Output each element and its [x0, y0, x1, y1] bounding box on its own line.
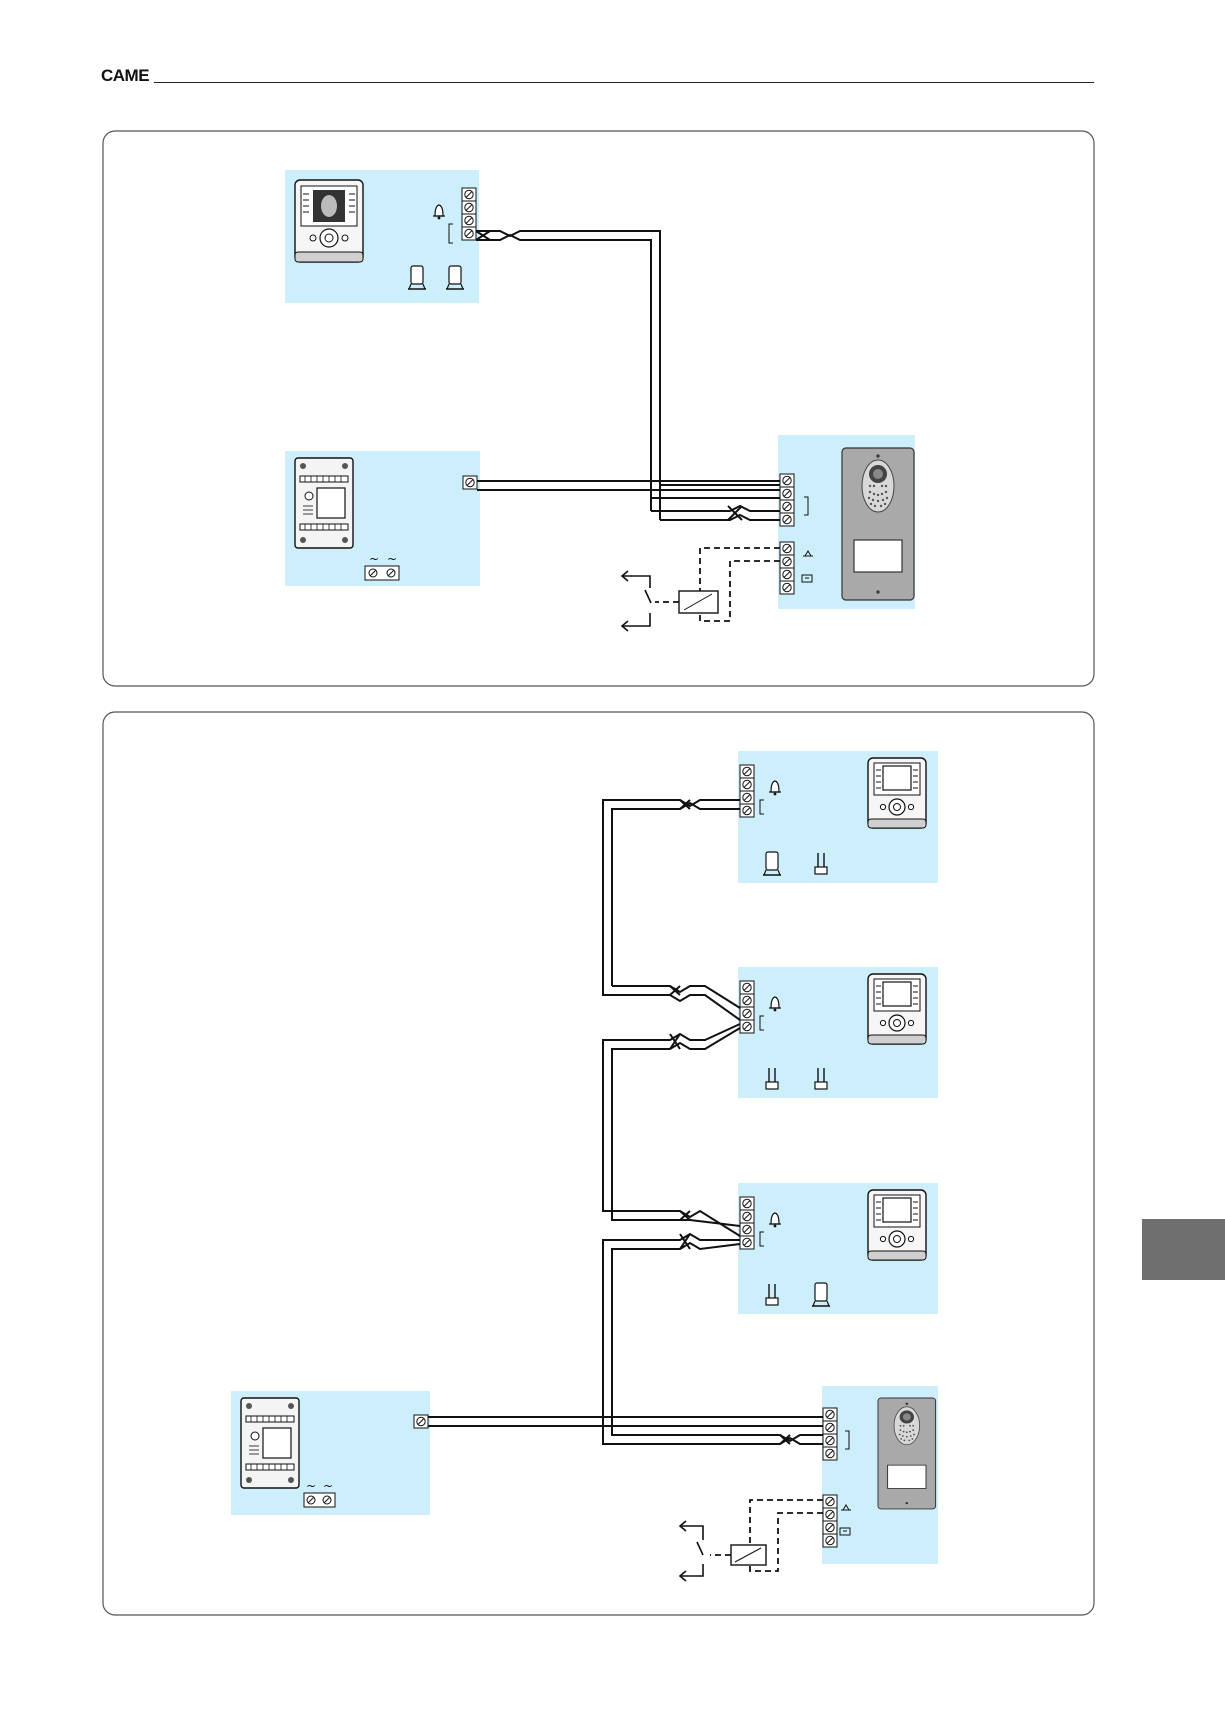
monitor-3-terminals [740, 1197, 754, 1249]
lock-relay [731, 1545, 766, 1565]
door-panel-2-lock-terminals [823, 1495, 837, 1547]
chapter-tab [1142, 1219, 1225, 1280]
monitor-2-terminals [740, 981, 754, 1033]
door-panel-lock-terminals [780, 542, 794, 594]
video-monitor [868, 758, 926, 828]
door-entry-panel [878, 1398, 936, 1509]
power-supply [295, 458, 353, 548]
svg-text:~: ~ [306, 1479, 316, 1493]
door-panel-2-bus-terminals [823, 1408, 837, 1460]
svg-text:~: ~ [369, 552, 379, 566]
power-supply [241, 1398, 299, 1488]
diagram-frame-1 [103, 131, 1094, 686]
lock-relay [679, 591, 718, 613]
door-panel-bus-terminals [780, 474, 794, 526]
power-supply-terminal [463, 476, 477, 489]
video-monitor [295, 180, 363, 262]
door-entry-panel [842, 448, 914, 600]
video-monitor [868, 974, 926, 1044]
svg-text:~: ~ [387, 552, 397, 566]
monitor-1-terminals [740, 765, 754, 817]
video-monitor [868, 1190, 926, 1260]
svg-text:~: ~ [323, 1479, 333, 1493]
monitor-terminal-block [462, 188, 476, 240]
power-supply-terminal [414, 1415, 428, 1428]
